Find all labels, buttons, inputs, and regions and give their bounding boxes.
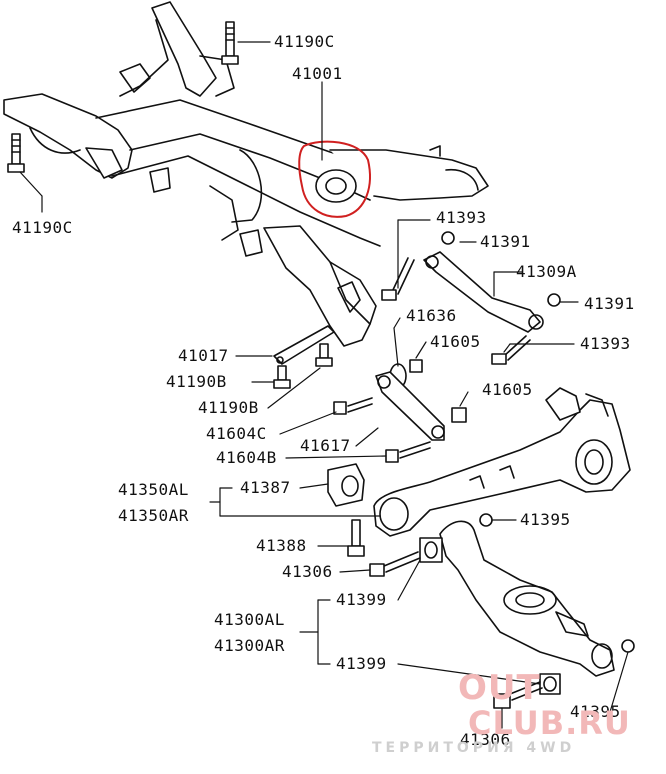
label-41001: 41001 (292, 64, 343, 83)
nut-41391-b (547, 293, 561, 307)
nut-41605-b (451, 407, 467, 423)
bolt-41393-b (491, 335, 531, 365)
crossmember-41001 (3, 1, 489, 347)
label-41350ar: 41350AR (118, 506, 189, 525)
label-41399-b: 41399 (336, 654, 387, 673)
label-41190c-left: 41190C (12, 218, 73, 237)
label-41190c-top: 41190C (274, 32, 335, 51)
label-41395-a: 41395 (520, 510, 571, 529)
bolt-41190c-top (221, 21, 239, 65)
label-41391-a: 41391 (480, 232, 531, 251)
bolt-41393-a (381, 257, 415, 301)
label-41617: 41617 (300, 436, 351, 455)
bolt-41190b-a (273, 365, 291, 389)
watermark-line-1: OUT (458, 668, 541, 708)
label-41300al: 41300AL (214, 610, 285, 629)
trailing-arm-41350 (373, 387, 631, 537)
label-41017: 41017 (178, 346, 229, 365)
bolt-41190b-b (315, 343, 333, 367)
watermark-line-3: ТЕРРИТОРИЯ 4WD (372, 740, 576, 756)
bolt-41190c-left (7, 133, 25, 173)
label-41605-a: 41605 (430, 332, 481, 351)
label-41306-a: 41306 (282, 562, 333, 581)
bushing-41399-b (539, 673, 561, 695)
label-41350al: 41350AL (118, 480, 189, 499)
label-41605-b: 41605 (482, 380, 533, 399)
plate-41017 (273, 325, 335, 365)
label-41395-b: 41395 (570, 702, 621, 721)
label-41604b: 41604B (216, 448, 277, 467)
link-41309a (423, 251, 544, 333)
bushing-41387 (327, 463, 365, 507)
nut-41395-b (621, 639, 635, 653)
nut-41395-a (479, 513, 493, 527)
label-41190b-a: 41190B (166, 372, 227, 391)
bolt-41388 (347, 519, 365, 557)
label-41309a: 41309A (516, 262, 577, 281)
lower-arm-41300 (439, 520, 615, 677)
bolt-41604c (333, 397, 373, 415)
highlight-circle (298, 140, 371, 218)
label-41399-a: 41399 (336, 590, 387, 609)
label-41306-b: 41306 (460, 730, 511, 749)
label-41388: 41388 (256, 536, 307, 555)
watermark: OUT CLUB.RU ТЕРРИТОРИЯ 4WD (372, 668, 662, 774)
label-41393-b: 41393 (580, 334, 631, 353)
label-41391-b: 41391 (584, 294, 635, 313)
label-41190b-b: 41190B (198, 398, 259, 417)
label-41604c: 41604C (206, 424, 267, 443)
leader-lines (19, 41, 629, 729)
bolt-41306-a (369, 551, 421, 577)
bushing-41399-a (419, 537, 443, 563)
nut-41391-a (441, 231, 455, 245)
label-41636: 41636 (406, 306, 457, 325)
label-41300ar: 41300AR (214, 636, 285, 655)
nut-41605-a (409, 359, 423, 373)
link-41617 (375, 371, 445, 441)
bolt-41604b (385, 441, 431, 463)
label-41393-a: 41393 (436, 208, 487, 227)
label-41387: 41387 (240, 478, 291, 497)
watermark-line-2: CLUB.RU (468, 704, 631, 742)
